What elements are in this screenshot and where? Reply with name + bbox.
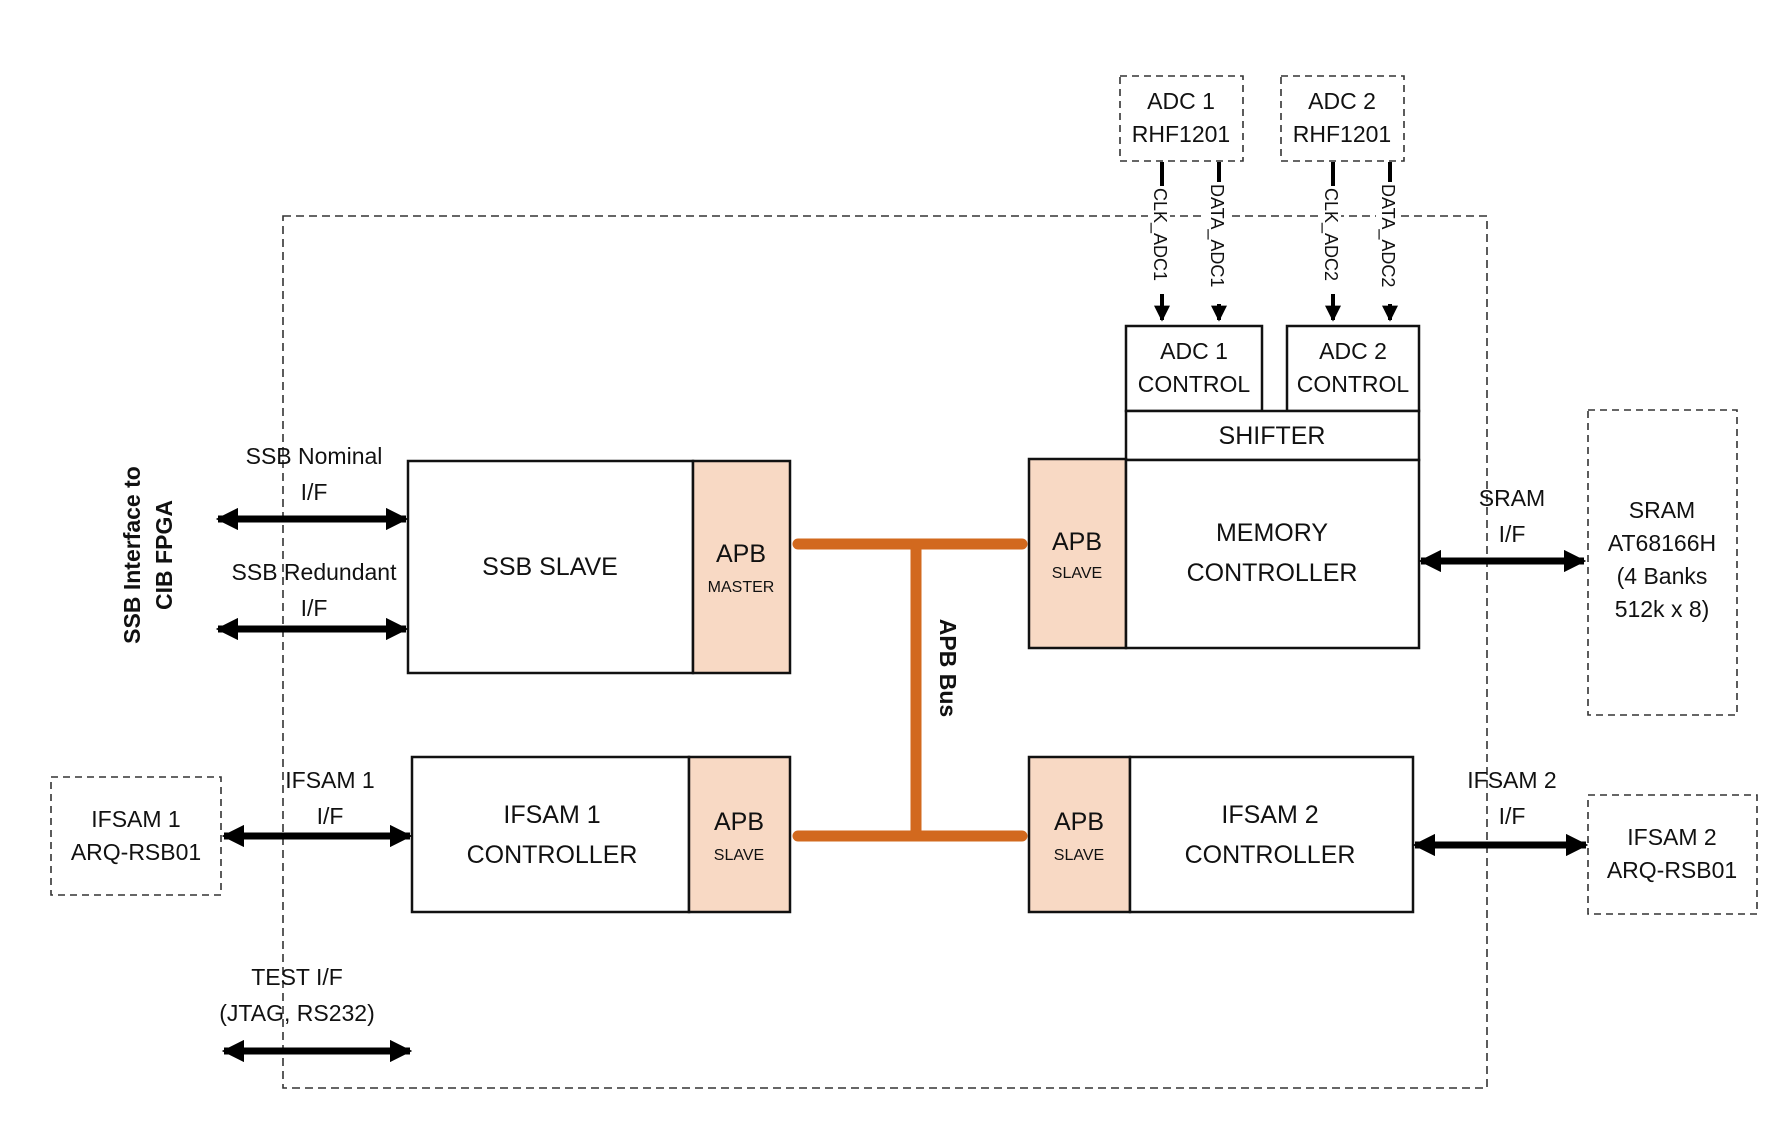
ifsam1-controller-line2: CONTROLLER (467, 841, 638, 869)
svg-text:CLK_ADC1: CLK_ADC1 (1149, 188, 1170, 281)
svg-text:SSB Redundant: SSB Redundant (232, 559, 398, 585)
memory-controller-line2: CONTROLLER (1187, 559, 1358, 587)
fpga-boundary (282, 215, 1488, 1089)
svg-text:SRAM: SRAM (1479, 485, 1545, 511)
ifsam2-controller-line1: IFSAM 2 (1221, 801, 1318, 829)
ifsam1-controller-block: IFSAM 1 CONTROLLER APB SLAVE (410, 755, 792, 914)
apb-master-line1: APB (716, 540, 766, 568)
side-label-line1: SSB Interface to (119, 466, 145, 644)
apb-master-line2: MASTER (708, 579, 775, 596)
side-label: SSB Interface to CIB FPGA (119, 466, 177, 644)
ifsam1-if-label: IFSAM 1 I/F (285, 767, 374, 829)
apb-slave-ifsam2-line2: SLAVE (1054, 847, 1104, 864)
shifter-block: SHIFTER (1124, 409, 1421, 462)
svg-text:I/F: I/F (301, 595, 328, 621)
apb-slave-ifsam1-line2: SLAVE (714, 847, 764, 864)
ifsam2-ext-chip: IFSAM 2 ARQ-RSB01 (1587, 794, 1758, 915)
sram-if-label: SRAM I/F (1479, 485, 1545, 547)
svg-text:I/F: I/F (301, 479, 328, 505)
ifsam2-controller-block: APB SLAVE IFSAM 2 CONTROLLER (1027, 755, 1415, 914)
adc1-control-line1: ADC 1 (1160, 338, 1228, 364)
adc1-chip-line1: ADC 1 (1147, 88, 1215, 114)
svg-text:IFSAM 2: IFSAM 2 (1467, 767, 1556, 793)
adc2-chip-line1: ADC 2 (1308, 88, 1376, 114)
adc1-control-line2: CONTROL (1138, 371, 1251, 397)
ifsam2-ext-line1: IFSAM 2 (1627, 824, 1716, 850)
ssb-redundant-label: SSB Redundant I/F (232, 559, 398, 621)
ssb-nominal-label: SSB Nominal I/F (246, 443, 383, 505)
svg-text:I/F: I/F (1499, 521, 1526, 547)
adc2-chip-line2: RHF1201 (1293, 121, 1391, 147)
test-if-label: TEST I/F (JTAG, RS232) (219, 964, 375, 1026)
interface-arrows (215, 507, 1589, 1063)
svg-text:DATA_ADC1: DATA_ADC1 (1206, 184, 1227, 287)
ssb-slave-label: SSB SLAVE (482, 553, 618, 581)
ifsam1-controller-line1: IFSAM 1 (503, 801, 600, 829)
ssb-slave-block: SSB SLAVE APB MASTER (406, 459, 792, 675)
svg-text:I/F: I/F (1499, 803, 1526, 829)
shifter-label: SHIFTER (1219, 422, 1326, 450)
adc2-control-line2: CONTROL (1297, 371, 1410, 397)
sram-line4: 512k x 8) (1615, 596, 1710, 622)
ifsam2-ext-line2: ARQ-RSB01 (1607, 857, 1737, 883)
clk-adc2-label: CLK_ADC2 (1319, 186, 1341, 294)
svg-text:DATA_ADC2: DATA_ADC2 (1377, 184, 1398, 287)
memory-controller-line1: MEMORY (1216, 519, 1328, 547)
apb-bus (792, 538, 1028, 842)
sram-chip: SRAM AT68166H (4 Banks 512k x 8) (1587, 409, 1738, 716)
adc1-chip: ADC 1 RHF1201 (1119, 75, 1244, 162)
ifsam2-controller-line2: CONTROLLER (1185, 841, 1356, 869)
ifsam1-ext-line2: ARQ-RSB01 (71, 839, 201, 865)
svg-text:IFSAM 1: IFSAM 1 (285, 767, 374, 793)
svg-text:SSB Nominal: SSB Nominal (246, 443, 383, 469)
apb-slave-ifsam2-line1: APB (1054, 808, 1104, 836)
memory-controller-block: APB SLAVE MEMORY CONTROLLER (1027, 457, 1421, 650)
sram-line1: SRAM (1629, 497, 1695, 523)
data-adc2-label: DATA_ADC2 (1376, 182, 1398, 304)
sram-line3: (4 Banks (1617, 563, 1708, 589)
svg-text:CLK_ADC2: CLK_ADC2 (1320, 188, 1341, 281)
svg-text:(JTAG, RS232): (JTAG, RS232) (219, 1000, 375, 1026)
adc2-control-line1: ADC 2 (1319, 338, 1387, 364)
adc1-control-block: ADC 1 CONTROL (1124, 324, 1264, 413)
apb-slave-mem-line2: SLAVE (1052, 565, 1102, 582)
data-adc1-label: DATA_ADC1 (1205, 182, 1227, 304)
apb-slave-ifsam1-line1: APB (714, 808, 764, 836)
ifsam1-ext-line1: IFSAM 1 (91, 806, 180, 832)
adc1-chip-line2: RHF1201 (1132, 121, 1230, 147)
svg-text:I/F: I/F (317, 803, 344, 829)
clk-adc1-label: CLK_ADC1 (1148, 186, 1170, 294)
svg-text:APB Bus: APB Bus (935, 619, 961, 717)
sram-line2: AT68166H (1608, 530, 1716, 556)
adc2-control-block: ADC 2 CONTROL (1285, 324, 1421, 413)
apb-bus-label: APB Bus (935, 619, 961, 717)
svg-text:TEST I/F: TEST I/F (251, 964, 343, 990)
adc-signal-lines (1154, 162, 1398, 322)
ifsam1-ext-chip: IFSAM 1 ARQ-RSB01 (50, 776, 222, 896)
ifsam2-if-label: IFSAM 2 I/F (1467, 767, 1556, 829)
adc2-chip: ADC 2 RHF1201 (1280, 75, 1405, 162)
apb-slave-mem-line1: APB (1052, 528, 1102, 556)
side-label-line2: CIB FPGA (151, 500, 177, 610)
